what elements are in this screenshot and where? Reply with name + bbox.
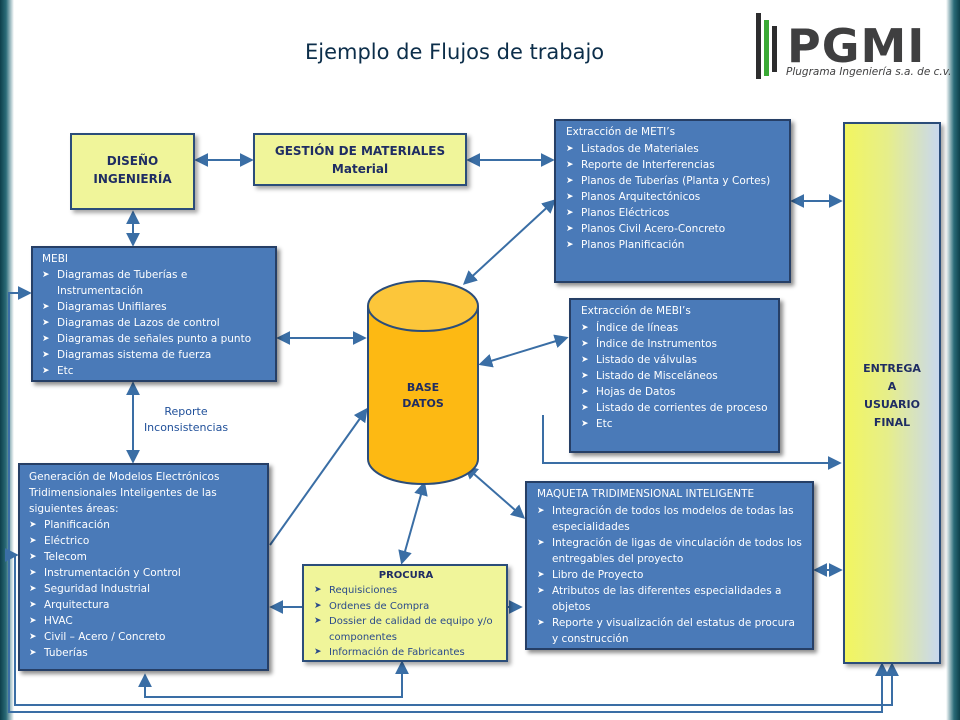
mebis-ext-item: Índice de Instrumentos — [581, 336, 772, 352]
procura-item: Ordenes de Compra — [314, 599, 498, 615]
modelos-item: Seguridad Industrial — [29, 581, 261, 597]
procura-item: Información de Fabricantes — [314, 645, 498, 661]
mebis-ext-item: Hojas de Datos — [581, 384, 772, 400]
gestion-title: GESTIÓN DE MATERIALES — [274, 144, 446, 158]
modelos-electronicos-box: Generación de Modelos Electrónicos Tridi… — [18, 463, 269, 671]
mebi-item: Diagramas de señales punto a punto — [42, 331, 269, 347]
mebis-ext-list: Índice de líneas Índice de Instrumentos … — [581, 320, 772, 432]
metis-item: Reporte de Interferencias — [566, 157, 781, 173]
mebis-ext-item: Índice de líneas — [581, 320, 772, 336]
maqueta-item: Integración de ligas de vinculación de t… — [537, 535, 804, 567]
maqueta-list: Integración de todos los modelos de toda… — [537, 503, 804, 647]
reporte-inconsistencias-label: Reporte Inconsistencias — [143, 405, 229, 434]
extraccion-mebis-box: Extracción de MEBI’s Índice de líneas Ín… — [569, 298, 780, 453]
mebi-list: Diagramas de Tuberías e Instrumentación … — [42, 267, 269, 379]
procura-list: Requisiciones Ordenes de Compra Dossier … — [314, 583, 498, 661]
procura-title: PROCURA — [378, 570, 434, 581]
procura-box: PROCURA Requisiciones Ordenes de Compra … — [302, 564, 508, 662]
metis-list: Listados de Materiales Reporte de Interf… — [566, 141, 781, 253]
modelos-list: Planificación Eléctrico Telecom Instrume… — [29, 517, 261, 661]
page-title: Ejemplo de Flujos de trabajo — [305, 40, 605, 64]
modelos-title: Generación de Modelos Electrónicos Tridi… — [29, 471, 220, 515]
modelos-item: Civil – Acero / Concreto — [29, 629, 261, 645]
maqueta-item: Integración de todos los modelos de toda… — [537, 503, 804, 535]
extraccion-metis-box: Extracción de METI’s Listados de Materia… — [554, 119, 791, 283]
metis-item: Planos Planificación — [566, 237, 781, 253]
diseno-ingenieria-box: DISEÑO INGENIERÍA — [70, 133, 195, 210]
metis-item: Listados de Materiales — [566, 141, 781, 157]
mebis-ext-title: Extracción de MEBI’s — [581, 305, 691, 317]
modelos-item: Telecom — [29, 549, 261, 565]
modelos-item: Planificación — [29, 517, 261, 533]
modelos-item: HVAC — [29, 613, 261, 629]
maqueta-item: Libro de Proyecto — [537, 567, 804, 583]
maqueta-tridimensional-box: MAQUETA TRIDIMENSIONAL INTELIGENTE Integ… — [525, 481, 814, 650]
gestion-materiales-box: GESTIÓN DE MATERIALES Material — [253, 133, 467, 186]
mebis-ext-item: Etc — [581, 416, 772, 432]
mebi-title: MEBI — [42, 253, 68, 265]
mebi-item: Etc — [42, 363, 269, 379]
arrow-feedback-modelos — [4, 548, 899, 706]
entrega-label: ENTREGA A USUARIO FINAL — [863, 362, 921, 429]
maqueta-item: Reporte y visualización del estatus de p… — [537, 615, 804, 647]
modelos-item: Arquitectura — [29, 597, 261, 613]
mebi-item: Diagramas sistema de fuerza — [42, 347, 269, 363]
entrega-usuario-final-box: ENTREGA A USUARIO FINAL — [843, 122, 941, 664]
database-label: BASE DATOS — [402, 381, 444, 410]
maqueta-title: MAQUETA TRIDIMENSIONAL INTELIGENTE — [537, 488, 755, 500]
maqueta-item: Atributos de las diferentes especialidad… — [537, 583, 804, 615]
logo-company-name: Plugrama Ingeniería s.a. de c.v. — [786, 66, 952, 78]
arrow-feedback-procura — [138, 660, 409, 698]
diseno-label: DISEÑO INGENIERÍA — [93, 154, 172, 186]
mebi-item: Diagramas Unifilares — [42, 299, 269, 315]
modelos-item: Eléctrico — [29, 533, 261, 549]
mebis-ext-item: Listado de Misceláneos — [581, 368, 772, 384]
mebi-item: Diagramas de Lazos de control — [42, 315, 269, 331]
modelos-item: Tuberías — [29, 645, 261, 661]
modelos-item: Instrumentación y Control — [29, 565, 261, 581]
metis-item: Planos Eléctricos — [566, 205, 781, 221]
metis-item: Planos Civil Acero-Concreto — [566, 221, 781, 237]
mebi-box: MEBI Diagramas de Tuberías e Instrumenta… — [31, 246, 277, 382]
arrow-feedback-mebi — [8, 286, 889, 713]
metis-item: Planos de Tuberías (Planta y Cortes) — [566, 173, 781, 189]
mebis-ext-item: Listado de corrientes de proceso — [581, 400, 772, 416]
procura-item: Requisiciones — [314, 583, 498, 599]
metis-title: Extracción de METI’s — [566, 126, 676, 138]
logo-stripes-icon — [756, 13, 777, 79]
procura-item: Dossier de calidad de equipo y/o compone… — [314, 614, 498, 645]
mebis-ext-item: Listado de válvulas — [581, 352, 772, 368]
metis-item: Planos Arquitectónicos — [566, 189, 781, 205]
gestion-subtitle: Material — [331, 162, 389, 176]
logo-mark: PGMI — [787, 19, 926, 73]
arrow-metis-database — [462, 199, 557, 285]
mebi-item: Diagramas de Tuberías e Instrumentación — [42, 267, 269, 299]
company-logo — [750, 8, 950, 83]
